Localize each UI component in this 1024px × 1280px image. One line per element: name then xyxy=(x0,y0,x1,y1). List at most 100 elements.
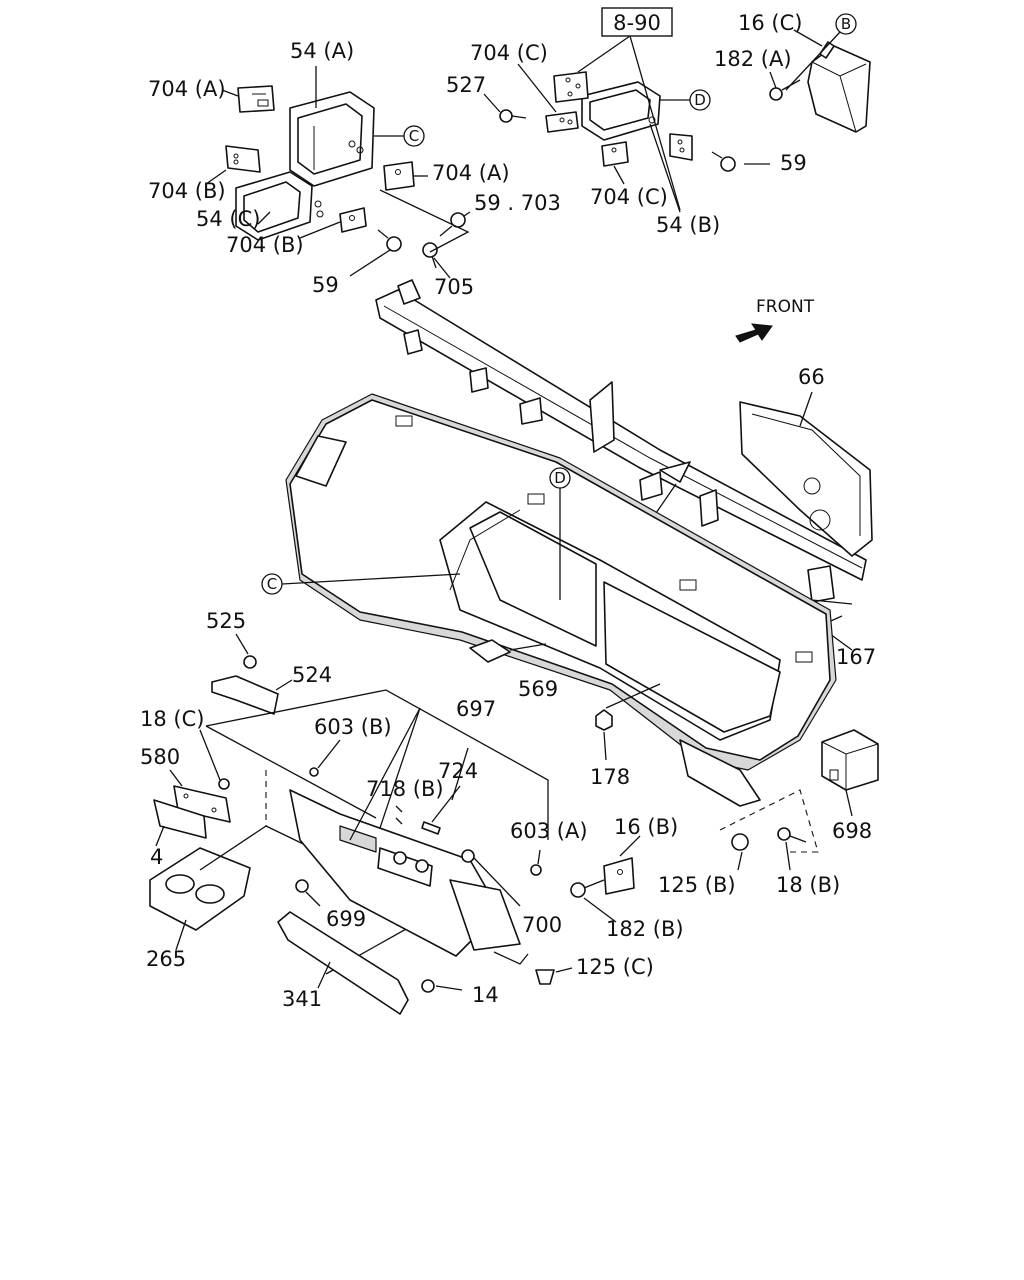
label-125b: 125 (B) xyxy=(658,873,736,897)
leader-16c xyxy=(793,29,823,47)
svg-text:8-90: 8-90 xyxy=(613,11,661,35)
label-16c: 16 (C) xyxy=(738,11,802,35)
label-704c-low: 704 (C) xyxy=(590,185,668,209)
label-700: 700 xyxy=(522,913,562,937)
leader-66 xyxy=(799,391,813,427)
bracket-704a-mid xyxy=(383,161,415,191)
label-603a: 603 (A) xyxy=(510,819,588,843)
label-704b-top: 704 (B) xyxy=(148,179,226,203)
callout-circle-c-mid: C xyxy=(261,573,461,595)
screw-525 xyxy=(235,633,257,669)
label-66: 66 xyxy=(798,365,825,389)
label-524: 524 xyxy=(292,663,332,687)
screw-14 xyxy=(421,979,463,993)
clip-125c xyxy=(535,967,573,985)
leader-182a xyxy=(769,71,777,89)
console-697 xyxy=(289,707,521,957)
svg-text:D: D xyxy=(694,91,706,109)
label-569: 569 xyxy=(518,677,558,701)
screw-603b xyxy=(309,739,341,777)
callout-circle-d-top: D xyxy=(660,89,711,111)
label-580: 580 xyxy=(140,745,180,769)
label-59-703: 59 . 703 xyxy=(474,191,561,215)
cup-holder-265 xyxy=(149,847,251,951)
svg-text:D: D xyxy=(554,469,566,487)
pocket-54a xyxy=(289,91,375,187)
screw-182b xyxy=(570,879,617,923)
label-525: 525 xyxy=(206,609,246,633)
label-18c: 18 (C) xyxy=(140,707,204,731)
screw-18b xyxy=(777,827,807,871)
screw-705 xyxy=(422,242,438,269)
bracket-704b-mid xyxy=(339,207,367,233)
dashed-link-698 xyxy=(719,789,819,853)
label-265: 265 xyxy=(146,947,186,971)
label-718b: 718 (B) xyxy=(366,777,444,801)
bracket-698 xyxy=(821,729,879,817)
bracket-704c-low xyxy=(601,141,629,167)
bracket-right-small xyxy=(669,133,693,161)
screw-527 xyxy=(499,109,527,123)
label-59-right: 59 xyxy=(780,151,807,175)
label-704c-top: 704 (C) xyxy=(470,41,548,65)
screw-59-left xyxy=(377,229,402,252)
svg-text:FRONT: FRONT xyxy=(756,297,815,317)
label-705: 705 xyxy=(434,275,474,299)
pin-718b xyxy=(395,805,403,825)
bracket-580 xyxy=(169,769,231,823)
screw-59-right xyxy=(711,151,736,172)
label-699: 699 xyxy=(326,907,366,931)
label-167: 167 xyxy=(836,645,876,669)
part-labels: 54 (A) 704 (A) 704 (B) 54 (C) 704 (A) 59… xyxy=(140,11,876,1011)
cross-beam-66 xyxy=(375,279,873,603)
screw-125b xyxy=(731,833,749,871)
bracket-704c-mid xyxy=(545,111,579,133)
pocket-54b xyxy=(581,81,661,141)
svg-text:B: B xyxy=(841,15,851,33)
screw-603a xyxy=(530,849,542,876)
label-4: 4 xyxy=(150,845,163,869)
label-603b: 603 (B) xyxy=(314,715,392,739)
label-704a-top: 704 (A) xyxy=(148,77,226,101)
label-724: 724 xyxy=(438,759,478,783)
label-54a: 54 (A) xyxy=(290,39,354,63)
bracket-704a-top xyxy=(237,85,275,113)
callout-circle-c-top: C xyxy=(374,125,425,147)
glove-box-lid-341 xyxy=(277,911,409,1015)
pocket-54c xyxy=(235,171,324,241)
ref-box-8-90: 8-90 xyxy=(601,7,673,37)
front-arrow: FRONT xyxy=(735,297,815,343)
label-16b: 16 (B) xyxy=(614,815,678,839)
nut-178 xyxy=(595,683,661,761)
label-182a: 182 (A) xyxy=(714,47,792,71)
leaders-top-center xyxy=(483,35,770,213)
label-59-left: 59 xyxy=(312,273,339,297)
clip-724 xyxy=(421,747,469,835)
screw-699 xyxy=(295,879,321,907)
svg-text:C: C xyxy=(409,127,419,145)
callout-circle-b-top: B xyxy=(785,13,857,91)
label-54b: 54 (B) xyxy=(656,213,720,237)
label-182b: 182 (B) xyxy=(606,917,684,941)
label-704a-mid: 704 (A) xyxy=(432,161,510,185)
lid-4 xyxy=(153,799,207,847)
bracket-704b-top xyxy=(225,145,261,173)
label-54c: 54 (C) xyxy=(196,207,260,231)
label-125c: 125 (C) xyxy=(576,955,654,979)
label-14: 14 xyxy=(472,983,499,1007)
label-697: 697 xyxy=(456,697,496,721)
screw-700 xyxy=(461,849,521,907)
label-527: 527 xyxy=(446,73,486,97)
label-178: 178 xyxy=(590,765,630,789)
bracket-16c xyxy=(807,41,871,133)
label-698: 698 xyxy=(832,819,872,843)
screw-18c xyxy=(199,729,230,790)
clip-524 xyxy=(211,675,293,715)
label-704b-mid: 704 (B) xyxy=(226,233,304,257)
bracket-16b xyxy=(603,835,641,895)
leaders-top-left xyxy=(205,66,471,279)
callout-circle-d-mid: D xyxy=(549,467,571,600)
label-341: 341 xyxy=(282,987,322,1011)
bracket-704c-top xyxy=(553,71,589,103)
